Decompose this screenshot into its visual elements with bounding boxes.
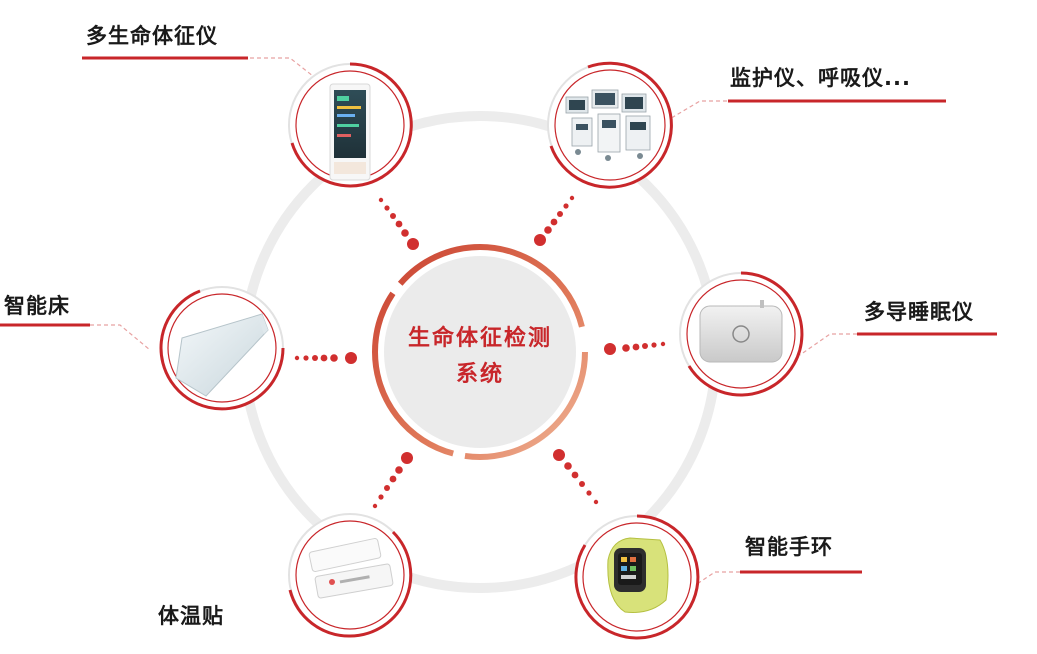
center-hub (372, 244, 588, 460)
label-smart-bed: 智能床 (4, 294, 70, 318)
watch-icon (607, 537, 669, 613)
patch-icon (308, 537, 382, 573)
connector-top-left (378, 197, 419, 250)
label-temperature-patch: 体温贴 (158, 604, 224, 628)
connector-right (604, 341, 666, 355)
connector-left (294, 352, 357, 364)
label-monitor-ventilator: 监护仪、呼吸仪... (730, 66, 911, 90)
equipment-group-icon (565, 89, 651, 161)
center-title-line2: 系统 (455, 362, 504, 387)
mattress-icon (175, 313, 269, 397)
device-smart-bed (159, 286, 285, 411)
connector-top-right (534, 195, 575, 246)
sleep-box-icon (699, 305, 783, 363)
leader-lines (90, 57, 857, 591)
label-sleep-monitor: 多导睡眠仪 (864, 300, 974, 324)
device-temperature-patch (288, 513, 413, 638)
label-underlines (0, 56, 997, 574)
connector-bottom-left (372, 452, 413, 509)
device-multi-vital-monitor (288, 62, 413, 188)
device-smart-band (574, 514, 700, 640)
device-monitor-ventilator (547, 61, 673, 189)
device-sleep-monitor (679, 271, 804, 397)
connector-bottom-right (553, 449, 599, 505)
center-title-line1: 生命体征检测 (407, 326, 552, 351)
label-multi-vital-monitor: 多生命体征仪 (86, 24, 218, 48)
label-smart-band: 智能手环 (745, 535, 833, 559)
